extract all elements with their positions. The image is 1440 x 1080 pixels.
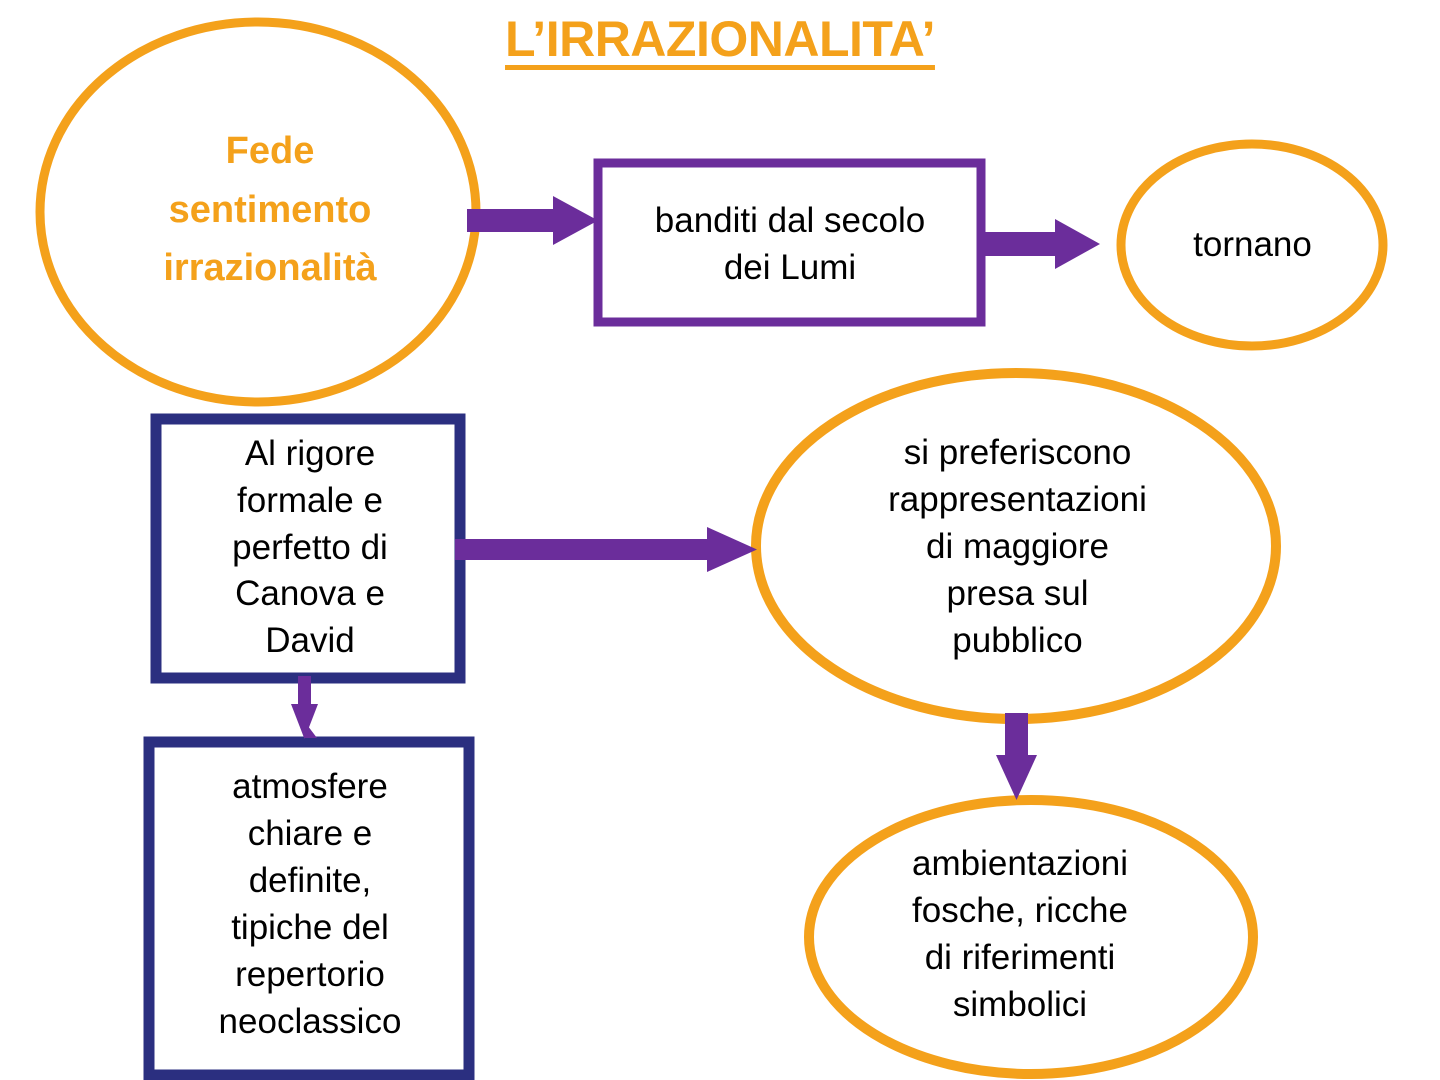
- node-shape-ambientazioni[interactable]: [804, 795, 1258, 1079]
- arrow-rigore-to-preferiscono: [455, 527, 757, 572]
- arrow-rigore-to-atmosfere: [291, 676, 318, 739]
- node-shape-banditi[interactable]: [593, 158, 986, 327]
- page-title: L’IRRAZIONALITA’: [505, 11, 935, 67]
- node-shape-fede[interactable]: [35, 17, 481, 407]
- node-shape-preferiscono[interactable]: [751, 368, 1281, 724]
- node-shape-atmosfere[interactable]: [143, 736, 475, 1080]
- node-shape-tornano[interactable]: [1116, 139, 1388, 351]
- node-shape-rigore[interactable]: [150, 413, 466, 684]
- arrow-preferiscono-to-ambientazioni: [996, 713, 1037, 800]
- arrow-fede-to-banditi: [467, 196, 598, 245]
- arrow-banditi-to-tornano: [977, 219, 1100, 269]
